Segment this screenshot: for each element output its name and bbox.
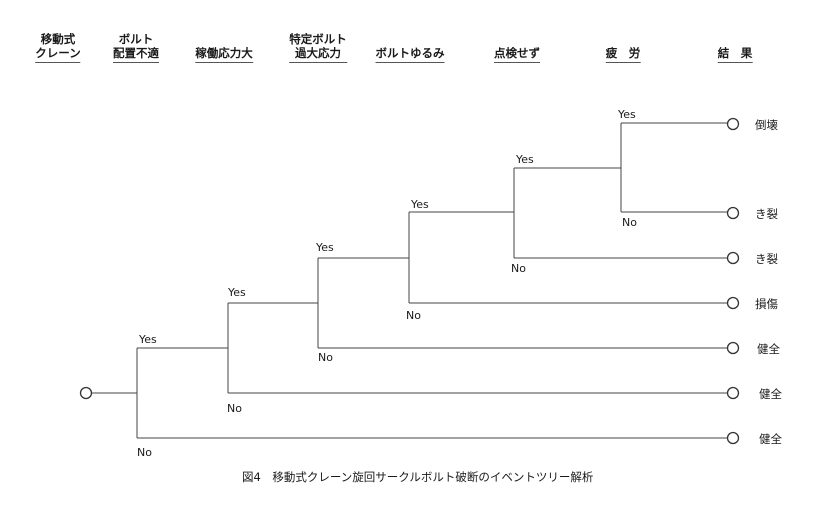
- branch-6-no-label: No: [622, 216, 637, 229]
- outcome-label-2: き裂: [755, 207, 778, 221]
- branch-2-no-label: No: [227, 402, 242, 415]
- branch-2-yes-label: Yes: [227, 286, 246, 299]
- outcome-label-6: 健全: [759, 387, 782, 401]
- outcome-node-7: [726, 431, 740, 445]
- branch-1-yes-label: Yes: [138, 333, 157, 346]
- branch-5-yes-label: Yes: [515, 153, 534, 166]
- outcome-node-4: [726, 296, 740, 310]
- branch-1-no-label: No: [137, 446, 152, 459]
- outcome-label-5: 健全: [757, 342, 780, 356]
- outcome-node-2: [726, 206, 740, 220]
- branch-6-yes-label: Yes: [617, 108, 636, 121]
- outcome-label-1: 倒壊: [755, 118, 778, 132]
- header-high-operating-stress: 稼働応力大: [195, 46, 253, 63]
- header-bolt-loosening: ボルトゆるみ: [375, 46, 445, 63]
- branch-5-no-label: No: [511, 262, 526, 275]
- outcome-label-4: 損傷: [755, 297, 778, 311]
- header-specific-bolt-overstress: 特定ボルト過大応力: [289, 32, 347, 63]
- header-mobile-crane: 移動式クレーン: [35, 32, 81, 63]
- header-result: 結 果: [717, 46, 753, 63]
- outcome-node-5: [726, 341, 740, 355]
- root-node: [79, 386, 93, 400]
- header-bolt-misplacement: ボルト配置不適: [113, 32, 159, 63]
- outcome-label-7: 健全: [759, 432, 782, 446]
- branch-4-yes-label: Yes: [410, 198, 429, 211]
- outcome-label-3: き裂: [755, 252, 778, 266]
- branch-3-no-label: No: [318, 351, 333, 364]
- branch-3-yes-label: Yes: [315, 241, 334, 254]
- header-fatigue: 疲 労: [605, 46, 641, 63]
- outcome-node-1: [726, 117, 740, 131]
- outcome-node-6: [726, 386, 740, 400]
- figure-caption: 図4 移動式クレーン旋回サークルボルト破断のイベントツリー解析: [242, 470, 593, 484]
- header-no-inspection: 点検せず: [494, 46, 540, 63]
- branch-4-no-label: No: [406, 309, 421, 322]
- outcome-node-3: [726, 251, 740, 265]
